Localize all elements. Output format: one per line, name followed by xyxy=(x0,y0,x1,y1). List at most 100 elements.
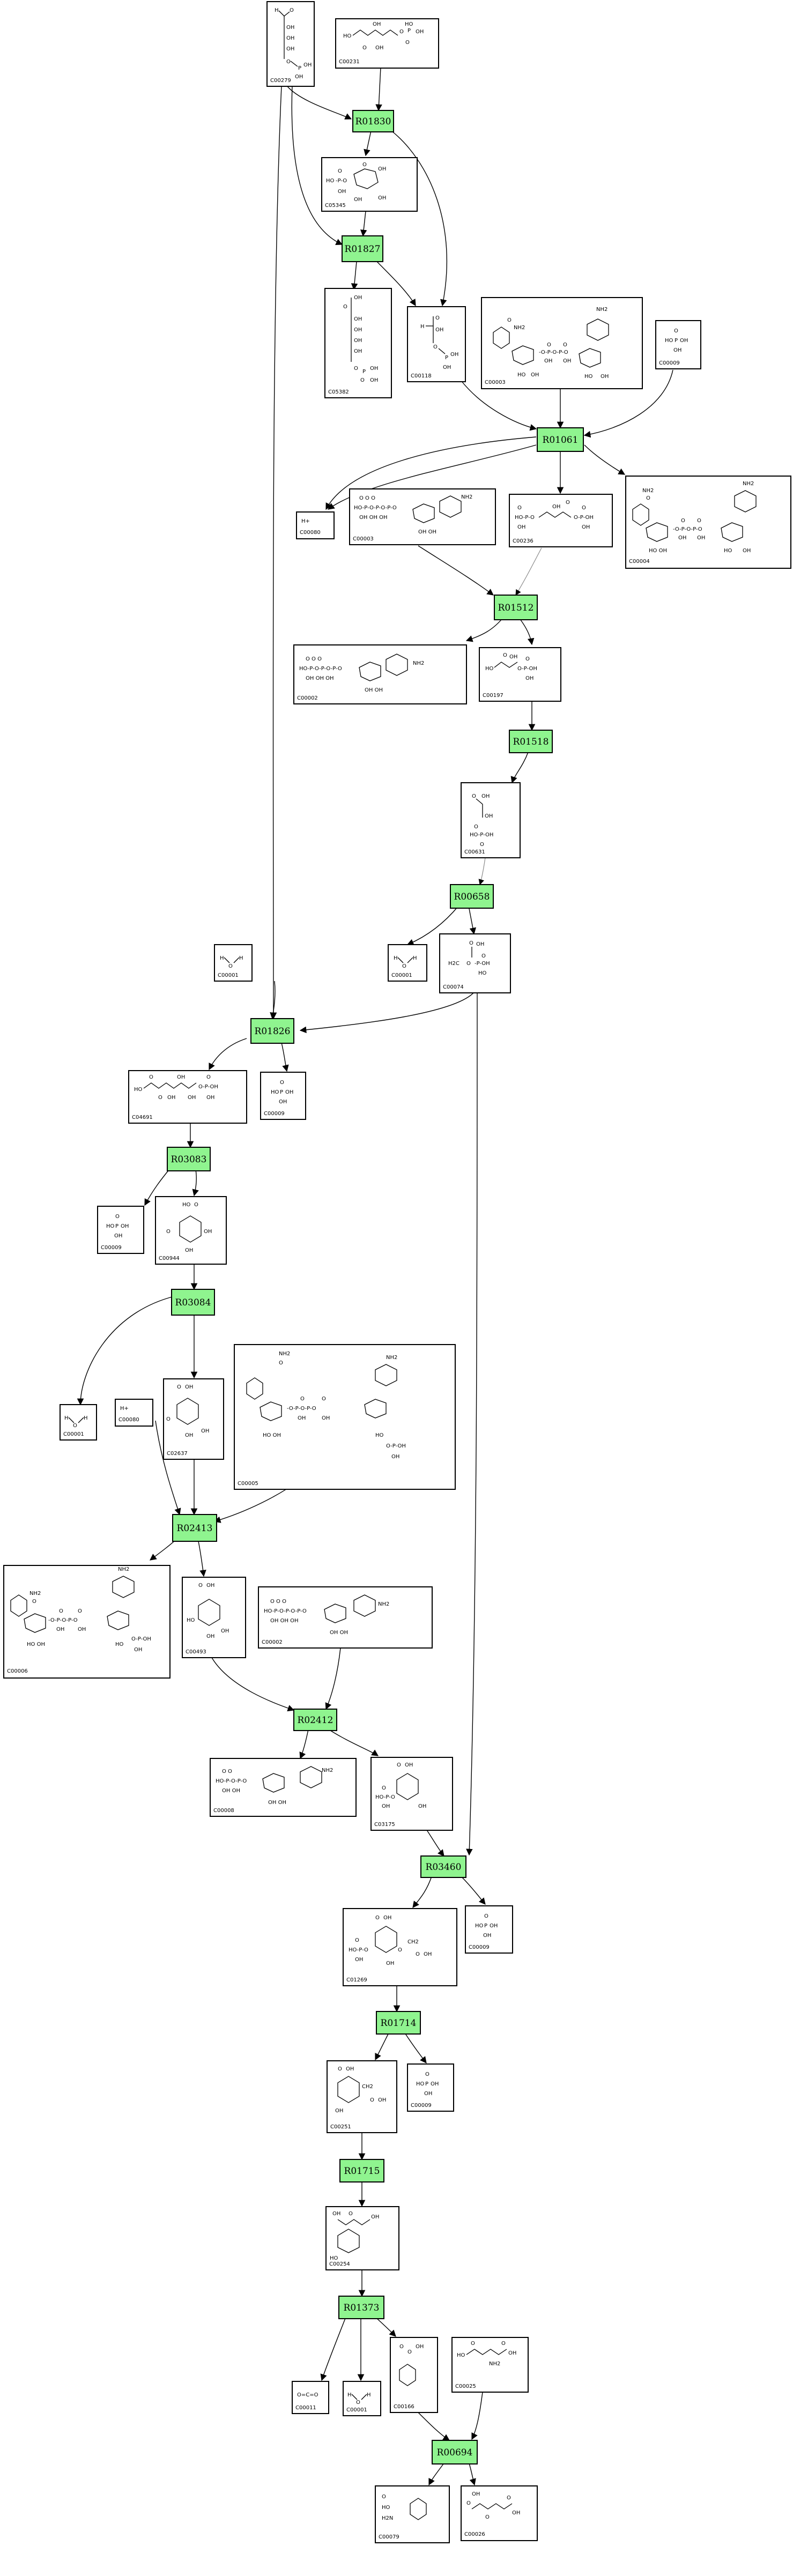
svg-text:NH2: NH2 xyxy=(743,481,754,487)
svg-text:OH: OH xyxy=(298,1415,306,1421)
svg-text:R00694: R00694 xyxy=(437,2447,473,2458)
svg-text:OH: OH xyxy=(370,377,378,383)
svg-text:O: O xyxy=(280,1080,284,1086)
svg-text:HO: HO xyxy=(724,548,732,554)
svg-text:OH: OH xyxy=(563,358,571,364)
compound-box[interactable]: HO-P-O-P-O-P-OO O OOH OH OH OH OH NH2 C0… xyxy=(349,488,496,545)
edge xyxy=(270,85,282,1020)
compound-id: C00003 xyxy=(485,380,506,385)
svg-text:O: O xyxy=(407,2349,412,2355)
svg-text:NH2: NH2 xyxy=(29,1591,41,1597)
reaction-node[interactable]: R00658 xyxy=(450,884,494,909)
reaction-node[interactable]: R01715 xyxy=(339,2159,384,2182)
svg-text:OH: OH xyxy=(371,2214,379,2220)
reaction-node[interactable]: R02412 xyxy=(293,1709,337,1731)
svg-text:O: O xyxy=(279,1360,283,1366)
svg-text:-P-O: -P-O xyxy=(336,178,347,184)
compound-box[interactable]: HO-P-O-P-OO OOH OH OH OH NH2 C00008 xyxy=(210,1758,357,1817)
compound-id: C00118 xyxy=(411,373,432,379)
compound-box[interactable]: HOH C00001 xyxy=(60,1404,97,1441)
svg-text:NH2: NH2 xyxy=(279,1351,290,1357)
svg-text:H: H xyxy=(413,955,417,961)
reaction-node[interactable]: R01826 xyxy=(250,1018,294,1044)
reaction-node[interactable]: R01827 xyxy=(342,235,383,262)
reaction-node[interactable]: R01373 xyxy=(338,2296,384,2319)
svg-text:O: O xyxy=(362,162,367,168)
svg-text:O: O xyxy=(32,1599,36,1605)
svg-text:O: O xyxy=(73,1423,77,1429)
svg-text:O: O xyxy=(397,1762,401,1768)
svg-text:OH: OH xyxy=(303,62,312,68)
svg-text:O: O xyxy=(322,1396,326,1402)
reaction-node[interactable]: R00694 xyxy=(432,2440,478,2464)
compound-box[interactable]: H+ C00080 xyxy=(296,511,335,539)
svg-text:O: O xyxy=(697,518,701,524)
reaction-node[interactable]: R01830 xyxy=(352,110,394,132)
svg-text:H: H xyxy=(220,955,224,961)
reaction-node[interactable]: R01061 xyxy=(537,427,584,452)
reaction-node[interactable]: R03084 xyxy=(171,1289,215,1316)
reaction-node[interactable]: R02413 xyxy=(172,1514,217,1542)
svg-text:HO: HO xyxy=(271,1089,279,1095)
reaction-node[interactable]: R03460 xyxy=(420,1855,466,1878)
svg-text:OH: OH xyxy=(544,358,552,364)
compound-box[interactable]: H+ C00080 xyxy=(115,1399,153,1427)
svg-text:OH: OH xyxy=(134,1647,142,1653)
svg-text:OH OH OH: OH OH OH xyxy=(270,1618,299,1624)
reaction-node[interactable]: R03083 xyxy=(167,1147,211,1171)
svg-text:P: P xyxy=(675,338,678,344)
reaction-node[interactable]: R01512 xyxy=(494,595,538,620)
svg-text:OH: OH xyxy=(443,365,451,370)
compound-box[interactable]: HOH C00001 xyxy=(388,944,427,982)
reaction-node[interactable]: R01714 xyxy=(376,2011,421,2035)
svg-text:HO: HO xyxy=(517,372,526,378)
compound-box[interactable]: HO-P-O-P-O-P-OO O OOH OH OH OH OH NH2 C0… xyxy=(293,644,467,704)
compound-id: C00251 xyxy=(330,2124,351,2130)
svg-text:OH: OH xyxy=(354,338,362,344)
compound-box[interactable]: HOH C00001 xyxy=(343,2381,381,2416)
edge xyxy=(299,1729,309,1760)
svg-text:HO OH: HO OH xyxy=(263,1432,281,1438)
edge xyxy=(465,616,505,642)
svg-text:NH2: NH2 xyxy=(514,325,525,331)
compound-box[interactable]: O=C=O C00011 xyxy=(292,2381,329,2414)
compound-id: C00009 xyxy=(101,1245,122,1251)
compound-box[interactable]: HO-P-O-P-O-P-OO O OOH OH OH OH OH NH2 C0… xyxy=(258,1586,433,1649)
reaction-node[interactable]: R01518 xyxy=(509,730,553,753)
svg-text:-P-OH: -P-OH xyxy=(475,961,490,967)
svg-text:-O-P-O-P-O: -O-P-O-P-O xyxy=(48,1617,78,1623)
edge xyxy=(291,85,343,245)
compound-box[interactable]: HOH C00001 xyxy=(214,944,253,982)
svg-text:H: H xyxy=(347,2392,352,2398)
